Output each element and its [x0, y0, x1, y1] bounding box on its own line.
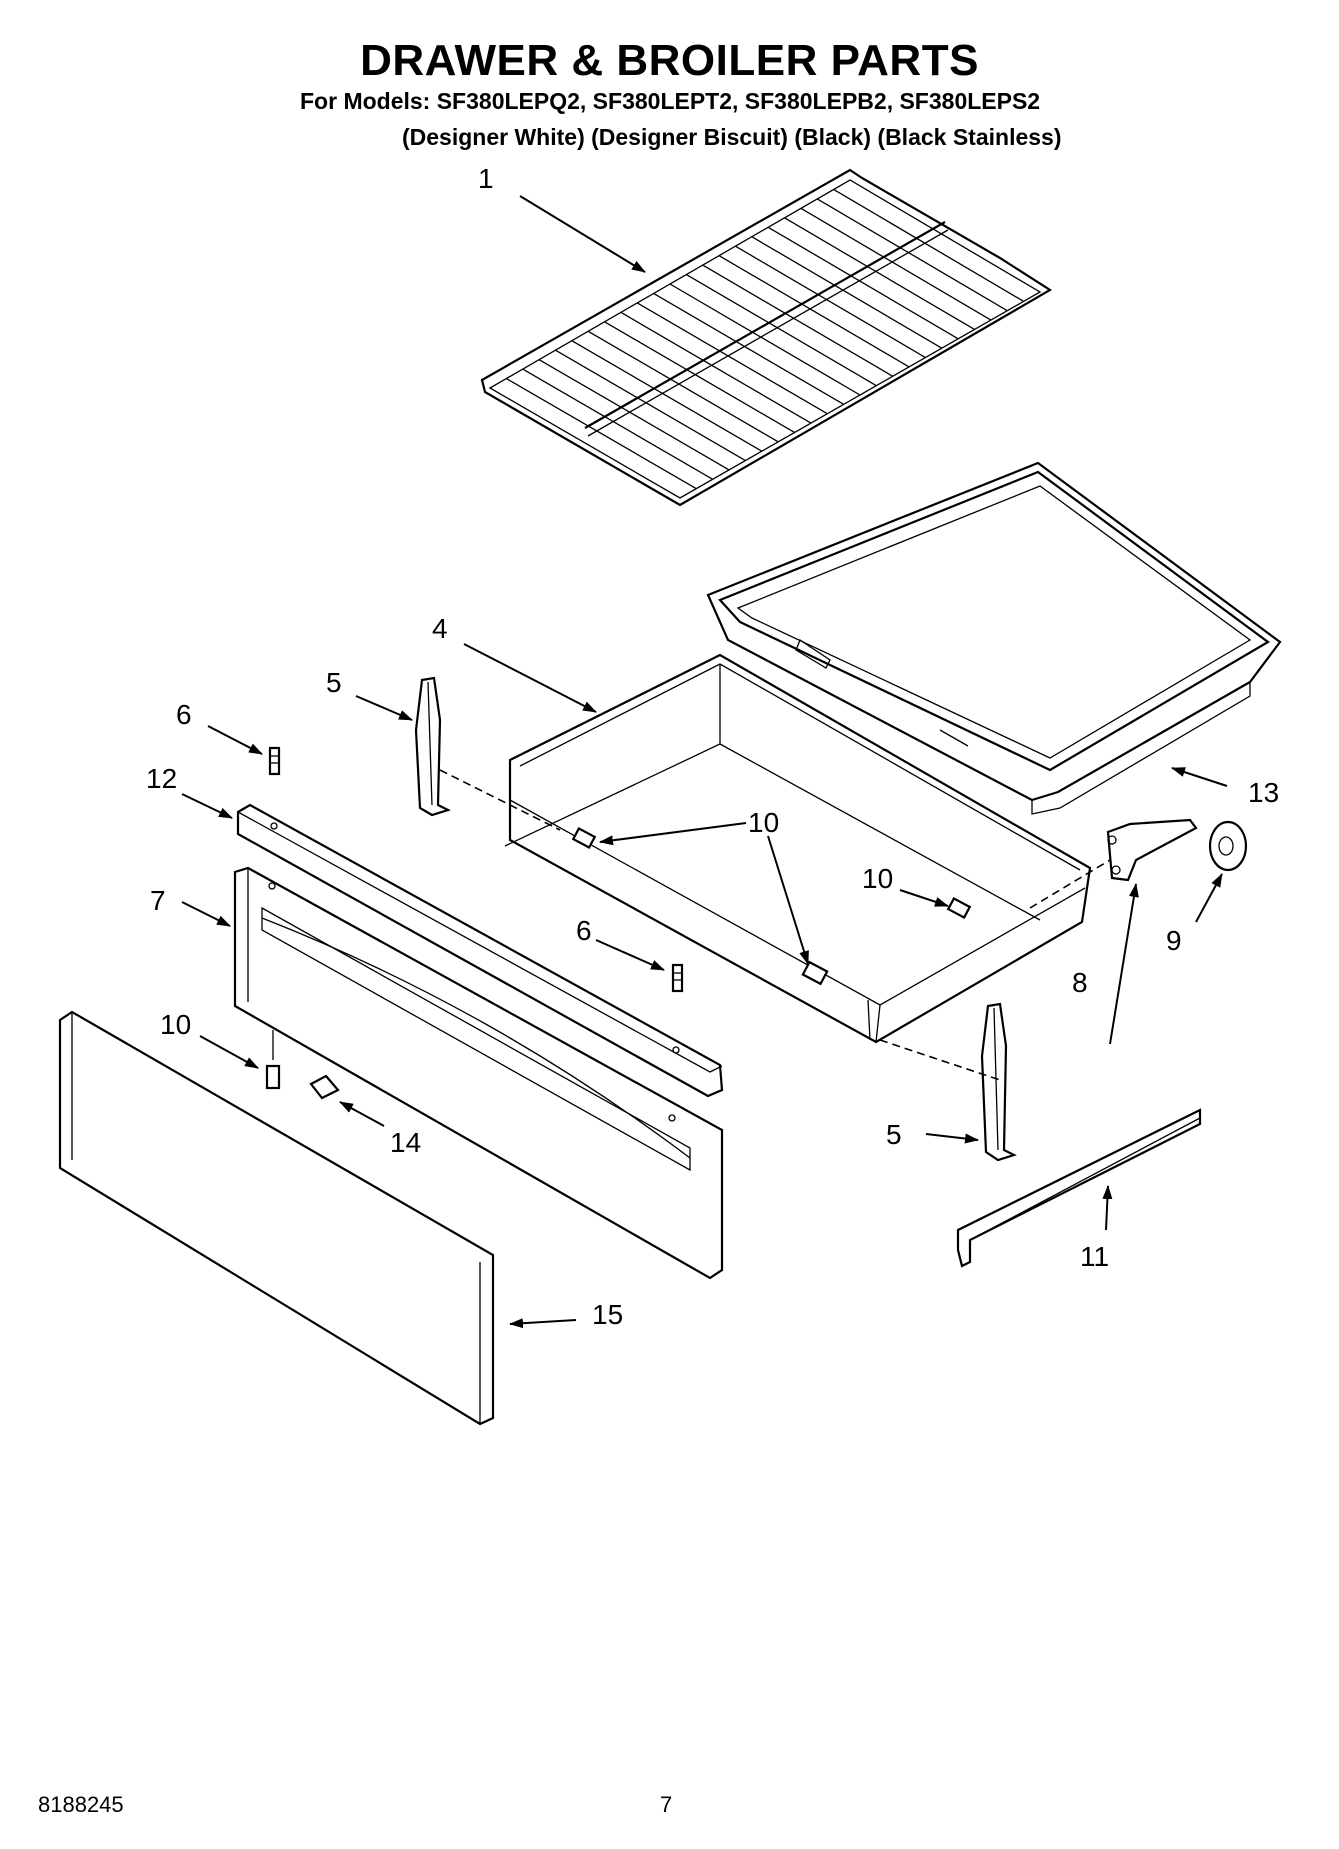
page-number: 7 [660, 1792, 673, 1817]
callout-15: 15 [592, 1299, 623, 1330]
grid-bar [833, 188, 1024, 302]
grid-bar [506, 377, 697, 490]
drawer-body [504, 653, 1092, 1044]
grid-bar [735, 245, 926, 359]
callout-6-upper: 6 [176, 699, 192, 730]
page-title: DRAWER & BROILER PARTS [360, 36, 979, 85]
screw-10-middle [801, 960, 829, 986]
screw-10-left [571, 826, 597, 850]
callout-10-right: 10 [862, 863, 893, 894]
screw-6-upper [268, 746, 281, 776]
grid-bar [767, 226, 959, 340]
grid-bar [538, 359, 730, 471]
document-number: 8188245 [38, 1792, 124, 1817]
screw-6-lower [671, 963, 684, 993]
clip-14 [309, 1074, 340, 1100]
callout-14: 14 [390, 1127, 421, 1158]
grid-bar [718, 255, 910, 368]
callout-5-upper: 5 [326, 667, 342, 698]
grid-bar [555, 349, 746, 462]
grid-bar [636, 302, 828, 415]
grid-bar [587, 330, 779, 443]
callout-8: 8 [1072, 967, 1088, 998]
roller [1208, 820, 1248, 872]
grid-bar [784, 217, 975, 331]
drawer-front-panel [233, 866, 724, 1280]
drawer-bracket-right [980, 1002, 1017, 1162]
grid-bar [800, 207, 992, 321]
callout-12: 12 [146, 763, 177, 794]
grid-bar [702, 264, 894, 377]
drawer-rail [956, 1108, 1202, 1268]
callout-11: 11 [1080, 1241, 1109, 1272]
grid-bar [604, 321, 795, 434]
callout-10-front: 10 [160, 1009, 191, 1040]
colors-line: (Designer White) (Designer Biscuit) (Bla… [402, 124, 1062, 150]
slide-bracket [1106, 818, 1198, 882]
callout-9: 9 [1166, 925, 1182, 956]
models-line: For Models: SF380LEPQ2, SF380LEPT2, SF38… [300, 88, 1041, 114]
callout-5-lower: 5 [886, 1119, 902, 1150]
drawer-bracket-left [414, 676, 451, 817]
grid-bar [653, 292, 844, 405]
grid-bar [686, 273, 877, 387]
leader-arrows [181, 195, 1228, 1329]
callout-1: 1 [478, 163, 494, 194]
grid-bar [669, 283, 861, 396]
top-trim [236, 803, 724, 1098]
callout-13: 13 [1248, 777, 1279, 808]
broiler-pan [706, 461, 1282, 815]
callout-7: 7 [150, 885, 166, 916]
drawer-outer-panel [58, 1010, 495, 1426]
callout-4: 4 [432, 613, 448, 644]
screw-10-right [946, 896, 972, 920]
grid-bar [816, 198, 1008, 312]
grid-bar [522, 368, 714, 480]
grid-bar [620, 311, 812, 424]
screw-10-front [265, 1030, 281, 1090]
callout-6-lower: 6 [576, 915, 592, 946]
callout-10-left: 10 [748, 807, 779, 838]
grid-bar [751, 236, 943, 349]
broiler-grid [480, 168, 1053, 507]
grid-bar [571, 340, 763, 452]
